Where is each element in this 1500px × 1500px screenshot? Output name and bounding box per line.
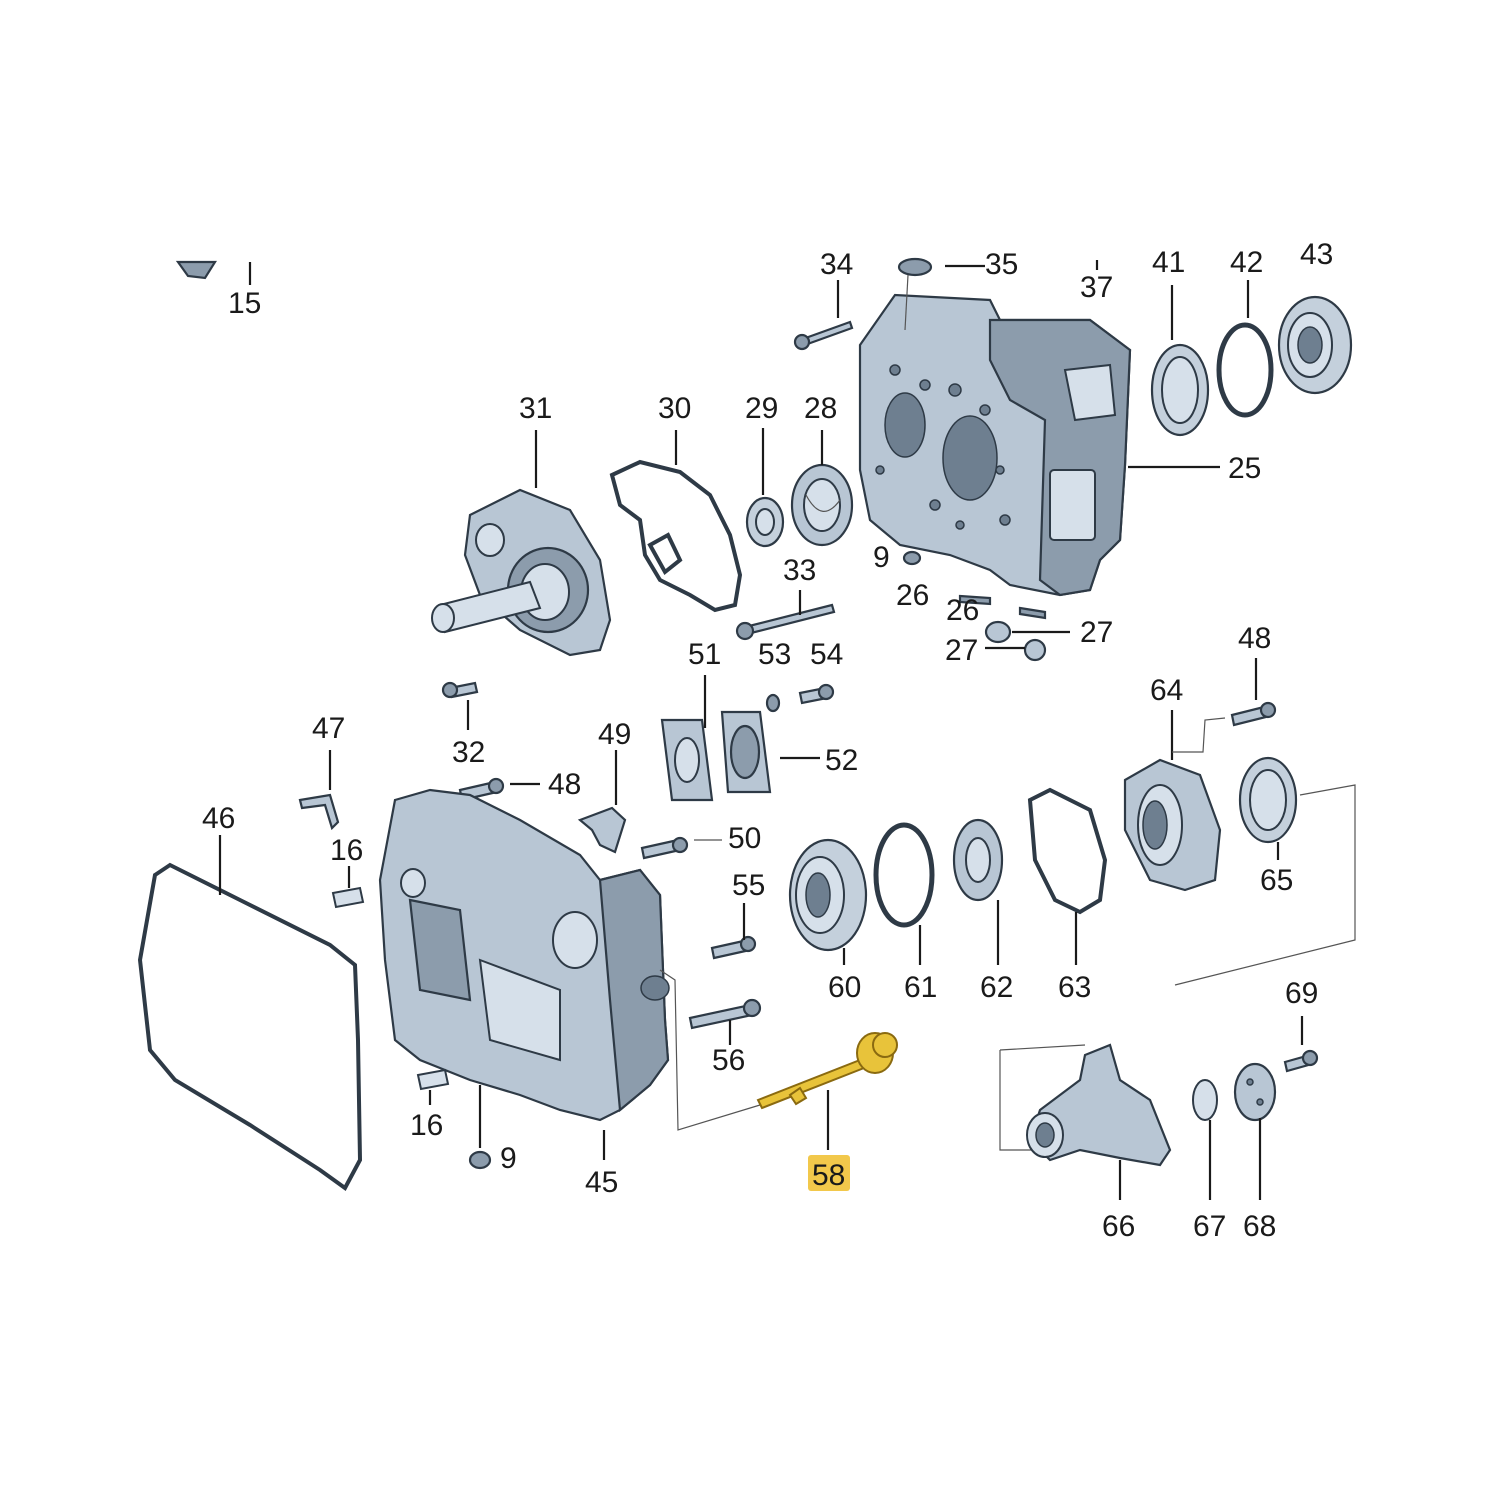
cap-68 (1233, 1062, 1277, 1200)
pin-47 (298, 750, 340, 831)
callout-42: 42 (1230, 246, 1263, 279)
dowel-16-lower (416, 1068, 450, 1105)
small-parts-9-26-27 (902, 550, 1070, 662)
callout-41: 41 (1152, 246, 1185, 279)
callout-49: 49 (598, 718, 631, 751)
callout-64: 64 (1150, 674, 1183, 707)
callout-68: 68 (1243, 1210, 1276, 1243)
callout-58: 58 (812, 1159, 845, 1192)
callout-69: 69 (1285, 977, 1318, 1010)
callout-62: 62 (980, 971, 1013, 1004)
callout-27-b: 27 (945, 634, 978, 667)
callout-47: 47 (312, 712, 345, 745)
callout-56: 56 (712, 1044, 745, 1077)
callout-65: 65 (1260, 864, 1293, 897)
callout-61: 61 (904, 971, 937, 1004)
bearing-43 (1277, 295, 1353, 395)
callout-67: 67 (1193, 1210, 1226, 1243)
bolt-69 (1283, 1016, 1319, 1073)
bolt-32 (441, 681, 479, 730)
callout-48-right: 48 (1238, 622, 1271, 655)
washer-67 (1192, 1079, 1218, 1200)
bolt-54 (798, 683, 835, 705)
callout-43: 43 (1300, 238, 1333, 271)
cover-31 (431, 430, 612, 657)
part-15 (175, 260, 252, 285)
bolt-33 (735, 590, 836, 641)
callout-30: 30 (658, 392, 691, 425)
seal-29 (745, 428, 785, 548)
bolt-34 (793, 280, 854, 351)
callout-63: 63 (1058, 971, 1091, 1004)
callout-26-b: 26 (946, 594, 979, 627)
callout-26-a: 26 (896, 579, 929, 612)
callout-60: 60 (828, 971, 861, 1004)
circlip-42 (1216, 280, 1274, 418)
housing-45 (378, 788, 670, 1160)
callout-50: 50 (728, 822, 761, 855)
bearing-62 (952, 818, 1004, 965)
callout-32: 32 (452, 736, 485, 769)
gasket-30 (609, 430, 743, 613)
callout-37: 37 (1080, 271, 1113, 304)
callout-66: 66 (1102, 1210, 1135, 1243)
plug-9-lower (468, 1085, 492, 1170)
flange-52 (720, 710, 820, 794)
callout-16-upper: 16 (330, 834, 363, 867)
bolt-50 (640, 836, 722, 860)
callout-28: 28 (804, 392, 837, 425)
callout-9-upper: 9 (873, 541, 890, 574)
ball-53 (765, 693, 781, 713)
callout-29: 29 (745, 392, 778, 425)
callout-51: 51 (688, 638, 721, 671)
callout-15: 15 (228, 287, 261, 320)
callout-54: 54 (810, 638, 843, 671)
plate-51 (660, 675, 714, 802)
seal-41 (1150, 285, 1210, 437)
ring-61 (873, 822, 935, 965)
sensor-58 (756, 1032, 898, 1150)
callout-33: 33 (783, 554, 816, 587)
callout-58-highlight (808, 1155, 850, 1191)
callout-31: 31 (519, 392, 552, 425)
seal-65 (1238, 756, 1298, 860)
bolt-48-right (1172, 658, 1277, 753)
housing-25 (858, 293, 1220, 597)
callout-53: 53 (758, 638, 791, 671)
bearing-60 (788, 838, 868, 965)
housing-64 (1123, 710, 1222, 892)
callout-34: 34 (820, 248, 853, 281)
callout-35: 35 (985, 248, 1018, 281)
callout-16-lower: 16 (410, 1109, 443, 1142)
bolt-55 (710, 903, 757, 960)
bearing-28 (790, 430, 854, 547)
callout-46: 46 (202, 802, 235, 835)
plug-35 (897, 257, 985, 331)
callout-9-lower: 9 (500, 1142, 517, 1175)
flange-66 (1026, 1043, 1172, 1200)
callout-55: 55 (732, 869, 765, 902)
dowel-16-upper (331, 866, 365, 909)
bolt-56 (688, 998, 762, 1045)
gasket-46 (137, 835, 363, 1191)
bracket-49 (577, 750, 627, 854)
callout-25: 25 (1228, 452, 1261, 485)
callout-45: 45 (585, 1166, 618, 1199)
callout-27-a: 27 (1080, 616, 1113, 649)
callout-52: 52 (825, 744, 858, 777)
gasket-63 (1027, 787, 1108, 965)
callout-48-left: 48 (548, 768, 581, 801)
